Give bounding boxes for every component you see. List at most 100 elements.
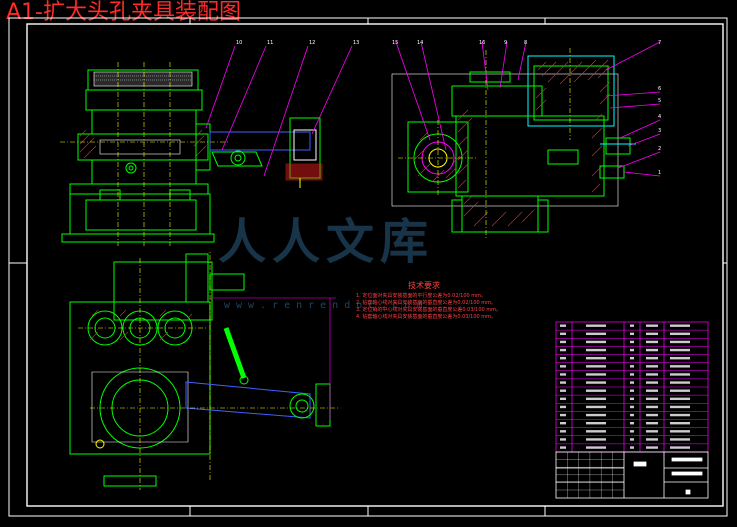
bom-cell-mark — [670, 405, 690, 409]
bom-cell-mark — [630, 430, 634, 433]
balloon-number: 6 — [658, 86, 661, 92]
bom-cell-mark — [630, 381, 634, 384]
plan-dims — [210, 297, 336, 420]
tech-requirements-title: 技术要求 — [408, 281, 440, 290]
bom-cell-mark — [560, 389, 566, 392]
bom-cell-mark — [586, 446, 606, 449]
bom-cell-mark — [586, 365, 606, 368]
bom-cell-mark — [670, 373, 690, 376]
bom-cell-mark — [630, 413, 634, 417]
bom-cell-mark — [586, 397, 606, 401]
bom-cell-mark — [646, 446, 658, 449]
balloon-number: 4 — [658, 114, 661, 120]
title-block — [555, 451, 709, 499]
bom-cell-mark — [630, 332, 634, 336]
leaders-top-right — [395, 41, 661, 177]
balloon-number: 13 — [353, 40, 359, 46]
bom-cell-mark — [560, 324, 566, 327]
bom-cell-mark — [646, 332, 658, 336]
bom-cell-mark — [630, 348, 634, 352]
tech-requirement-line: 3. 定位销的中心线对夹具安装基面的垂直度公差0.03/100 mm。 — [356, 307, 502, 313]
tech-requirement-line: 4. 钻套轴心线对夹具安装基面的垂直度公差为0.03/100 mm。 — [356, 314, 497, 320]
bom-cell-mark — [586, 340, 606, 344]
balloon-number: 2 — [658, 146, 661, 152]
plan-center — [78, 250, 340, 490]
tech-requirement-line: 2. 钻套轴心线对夹具安装基面的垂直度公差为0.02/100 mm。 — [356, 300, 497, 306]
balloon-number: 5 — [658, 98, 661, 104]
balloon-number: 15 — [392, 40, 398, 46]
bom-cell-mark — [646, 438, 658, 441]
bom-cell-mark — [586, 332, 606, 336]
bom-cell-mark — [646, 381, 658, 384]
bom-cell-mark — [646, 357, 658, 360]
bom-cell-mark — [560, 446, 566, 449]
bom-cell-mark — [560, 397, 566, 401]
watermark: 人人文库 — [218, 214, 435, 270]
front-view — [61, 69, 215, 243]
bom-cell-mark — [560, 438, 566, 441]
balloon-number: 14 — [417, 40, 423, 46]
bom-cell-mark — [670, 324, 690, 327]
bom-cell-mark — [646, 389, 658, 392]
bom-cell-mark — [646, 397, 658, 401]
plan-view — [69, 253, 331, 487]
balloon-number: 3 — [658, 128, 661, 134]
bom-cell-mark — [670, 438, 690, 441]
bom-cell-mark — [630, 373, 634, 376]
bom-rows — [556, 329, 708, 445]
bom-cell-mark — [586, 373, 606, 376]
bom-cell-mark — [670, 446, 690, 449]
bom-cell-mark — [560, 430, 566, 433]
bom-cell-mark — [630, 405, 634, 409]
bom-cell-mark — [646, 340, 658, 344]
bom-cell-mark — [670, 365, 690, 368]
bom-cell-mark — [560, 413, 566, 417]
bom-cell-mark — [586, 357, 606, 360]
bom-cell-mark — [560, 332, 566, 336]
balloon-number: 1 — [658, 170, 661, 176]
bom-cell-mark — [670, 357, 690, 360]
bom-cell-mark — [586, 389, 606, 392]
balloon-number: 8 — [524, 40, 527, 46]
bom-cell-mark — [560, 405, 566, 409]
bom-cell-mark — [630, 357, 634, 360]
front-view-center — [60, 62, 228, 246]
bom-cell-mark — [560, 373, 566, 376]
inner-frame — [26, 23, 724, 507]
bom-cell-mark — [560, 381, 566, 384]
tech-requirement-line: 1. 定位面对夹具安装基面的平行度公差为0.02/100 mm。 — [356, 293, 487, 299]
bom-cell-mark — [646, 365, 658, 368]
bom-cell-mark — [630, 324, 634, 327]
bom-cell-mark — [586, 324, 606, 327]
watermark-url: www.renrendoc.com — [224, 300, 429, 311]
bom-cell-mark — [586, 405, 606, 409]
bom-cell-mark — [670, 430, 690, 433]
zone-ticks — [9, 18, 727, 516]
bom-cell-mark — [630, 438, 634, 441]
section-center — [398, 48, 571, 238]
bom-cell-mark — [630, 389, 634, 392]
bom-cell-mark — [630, 422, 634, 425]
leaders-top-left — [205, 45, 353, 177]
bom-cell-mark — [586, 381, 606, 384]
bom-cell-mark — [586, 413, 606, 417]
bom-cell-mark — [586, 438, 606, 441]
bom-cell-mark — [630, 340, 634, 344]
bom-cell-mark — [646, 348, 658, 352]
balloon-number: 7 — [658, 40, 661, 46]
bom-cell-mark — [630, 397, 634, 401]
balloon-number: 10 — [236, 40, 242, 46]
bom-cell-mark — [646, 324, 658, 327]
balloon-number: 12 — [309, 40, 315, 46]
bom-cell-mark — [586, 422, 606, 425]
bom-cell-mark — [646, 430, 658, 433]
bom-cell-mark — [670, 381, 690, 384]
bom-cell-mark — [670, 332, 690, 336]
bom-cell-mark — [560, 348, 566, 352]
bom-cell-mark — [670, 340, 690, 344]
bom-cell-mark — [560, 422, 566, 425]
bom-cell-mark — [630, 365, 634, 368]
